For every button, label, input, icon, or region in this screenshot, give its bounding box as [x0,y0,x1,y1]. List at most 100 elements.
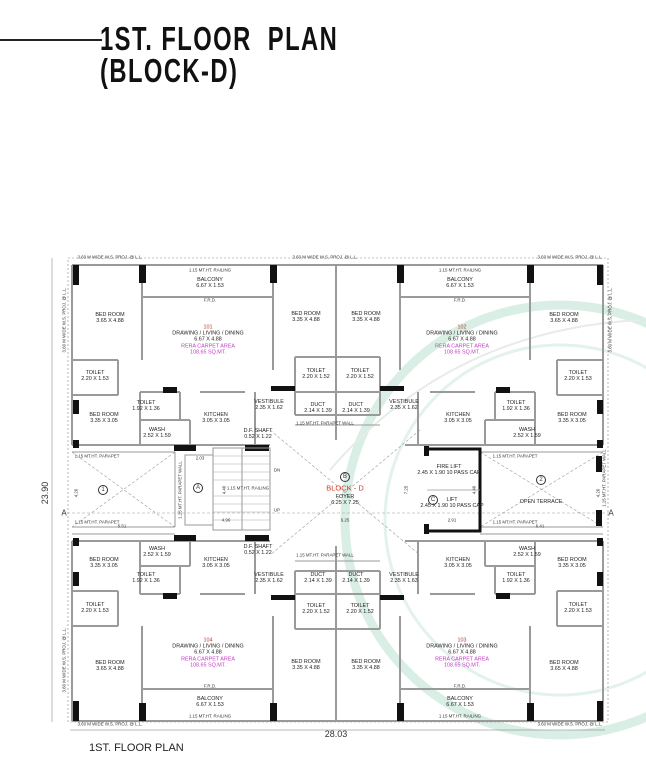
room-name: BED ROOM [89,411,119,418]
room-name: BED ROOM [291,310,321,317]
room-name: TOILET [85,369,105,376]
room-name: WASH [519,545,535,552]
rera-label: RERA CARPET AREA [181,656,235,663]
room-dimensions: 2.35 X 1.62 [390,405,418,411]
room-name: DUCT [348,401,364,408]
zone-2-marker: 2 [536,475,546,485]
dimension-label: 7.25 [403,485,409,495]
dimension-label: 5.51 [117,523,127,529]
stair-railing-note: 1.15 MT.HT. RAILING [226,485,270,491]
dimension-label: 4.20 [595,488,601,498]
dimension-label: 4.40 [221,485,227,495]
room-name: VESTIBULE [254,398,284,405]
zone-1-marker: 1 [98,485,108,495]
parapet-note: 1.15 MT.HT. PARAPET [74,519,120,525]
room-dimensions: 2.45 X 1.90 10 PASS CAP [417,470,481,476]
room-dimensions: 6.67 X 4.88 [194,649,222,656]
dimension-label: 4.20 [73,488,79,498]
page-title: 1ST. FLOOR PLAN [100,20,339,57]
room-dimensions: 6.25 X 7.25 [331,500,359,506]
ws-projection-note: 3.60 M WIDE W.S. PROJ. @ L.L. [607,287,613,353]
room-name: D.F. SHAFT [243,543,273,550]
dimension-label: 2.03 [195,455,205,461]
room-name: WASH [149,545,165,552]
room-name: DRAWING / LIVING / DINING [426,643,498,650]
room-name: TOILET [506,571,526,578]
dimension-label: 4.40 [471,485,477,495]
stair-up-label: UP [273,507,281,513]
flat-number: 104 [203,637,213,644]
parapet-note: 1.15 MT.HT. PARAPET [74,453,120,459]
zone-a-marker: A [193,483,203,493]
rera-label: RERA CARPET AREA [181,343,235,350]
room-name: BED ROOM [89,556,119,563]
room-name: TOILET [136,571,156,578]
room-name: BED ROOM [549,311,579,318]
ws-projection-note: 3.60 M WIDE W.S. PROJ. @ L.L. [77,721,143,727]
room-name: DRAWING / LIVING / DINING [172,643,244,650]
flat-number: 102 [457,324,467,331]
room-name: DRAWING / LIVING / DINING [172,330,244,337]
room-name: VESTIBULE [254,571,284,578]
room-dimensions: 2.20 X 1.52 [302,609,330,615]
plot-boundary [67,257,609,723]
page-subtitle: (BLOCK-D) [100,52,239,89]
room-name: DUCT [348,571,364,578]
railing-note: 1.15 MT.HT. RAILING [438,713,482,719]
parapet-note: 1.15 MT.HT. PARAPET [492,519,538,525]
ws-projection-note: 3.60 M WIDE W.S. PROJ. @ L.L. [537,721,603,727]
dimension-label: 2.91 [447,517,457,523]
ws-projection-note: 3.60 M WIDE W.S. PROJ. @ L.L. [537,254,603,260]
room-name: LIFT [446,496,458,503]
parapet-wall-note: 1.15 MT.HT. PARAPET WALL [296,552,354,558]
room-dimensions: 2.20 X 1.53 [564,608,592,614]
room-dimensions: 3.05 X 3.05 [444,418,472,424]
room-dimensions: 0.52 X 1.22 [244,550,272,556]
room-dimensions: 3.65 X 4.88 [550,666,578,672]
room-name: VESTIBULE [389,571,419,578]
ws-projection-note: 3.60 M WIDE W.S. PROJ. @ L.L. [61,287,67,353]
room-name: TOILET [306,367,326,374]
room-name: TOILET [306,602,326,609]
room-dimensions: 0.52 X 1.22 [244,434,272,440]
room-dimensions: 3.35 X 3.05 [558,418,586,424]
ws-projection-note: 3.60 M WIDE W.S. PROJ. @ L.L. [61,627,67,693]
rera-label: RERA CARPET AREA [435,343,489,350]
parapet-note: 1.15 MT.HT. PARAPET [492,453,538,459]
room-dimensions: 3.35 X 4.88 [352,665,380,671]
room-name: BED ROOM [351,658,381,665]
room-name: TOILET [350,367,370,374]
room-dimensions: 2.52 X 1.59 [513,433,541,439]
room-name: KITCHEN [446,556,470,563]
room-name: TOILET [506,399,526,406]
railing-note: 1.15 MT.HT. RAILING [188,267,232,273]
ws-projection-note: 3.60 M WIDE W.S. PROJ. @ L.L. [292,254,358,260]
room-name: BED ROOM [95,659,125,666]
block-label: BLOCK - D [326,483,364,493]
grid-axis-a-left: A [61,508,67,518]
room-dimensions: 2.14 X 1.39 [342,578,370,584]
